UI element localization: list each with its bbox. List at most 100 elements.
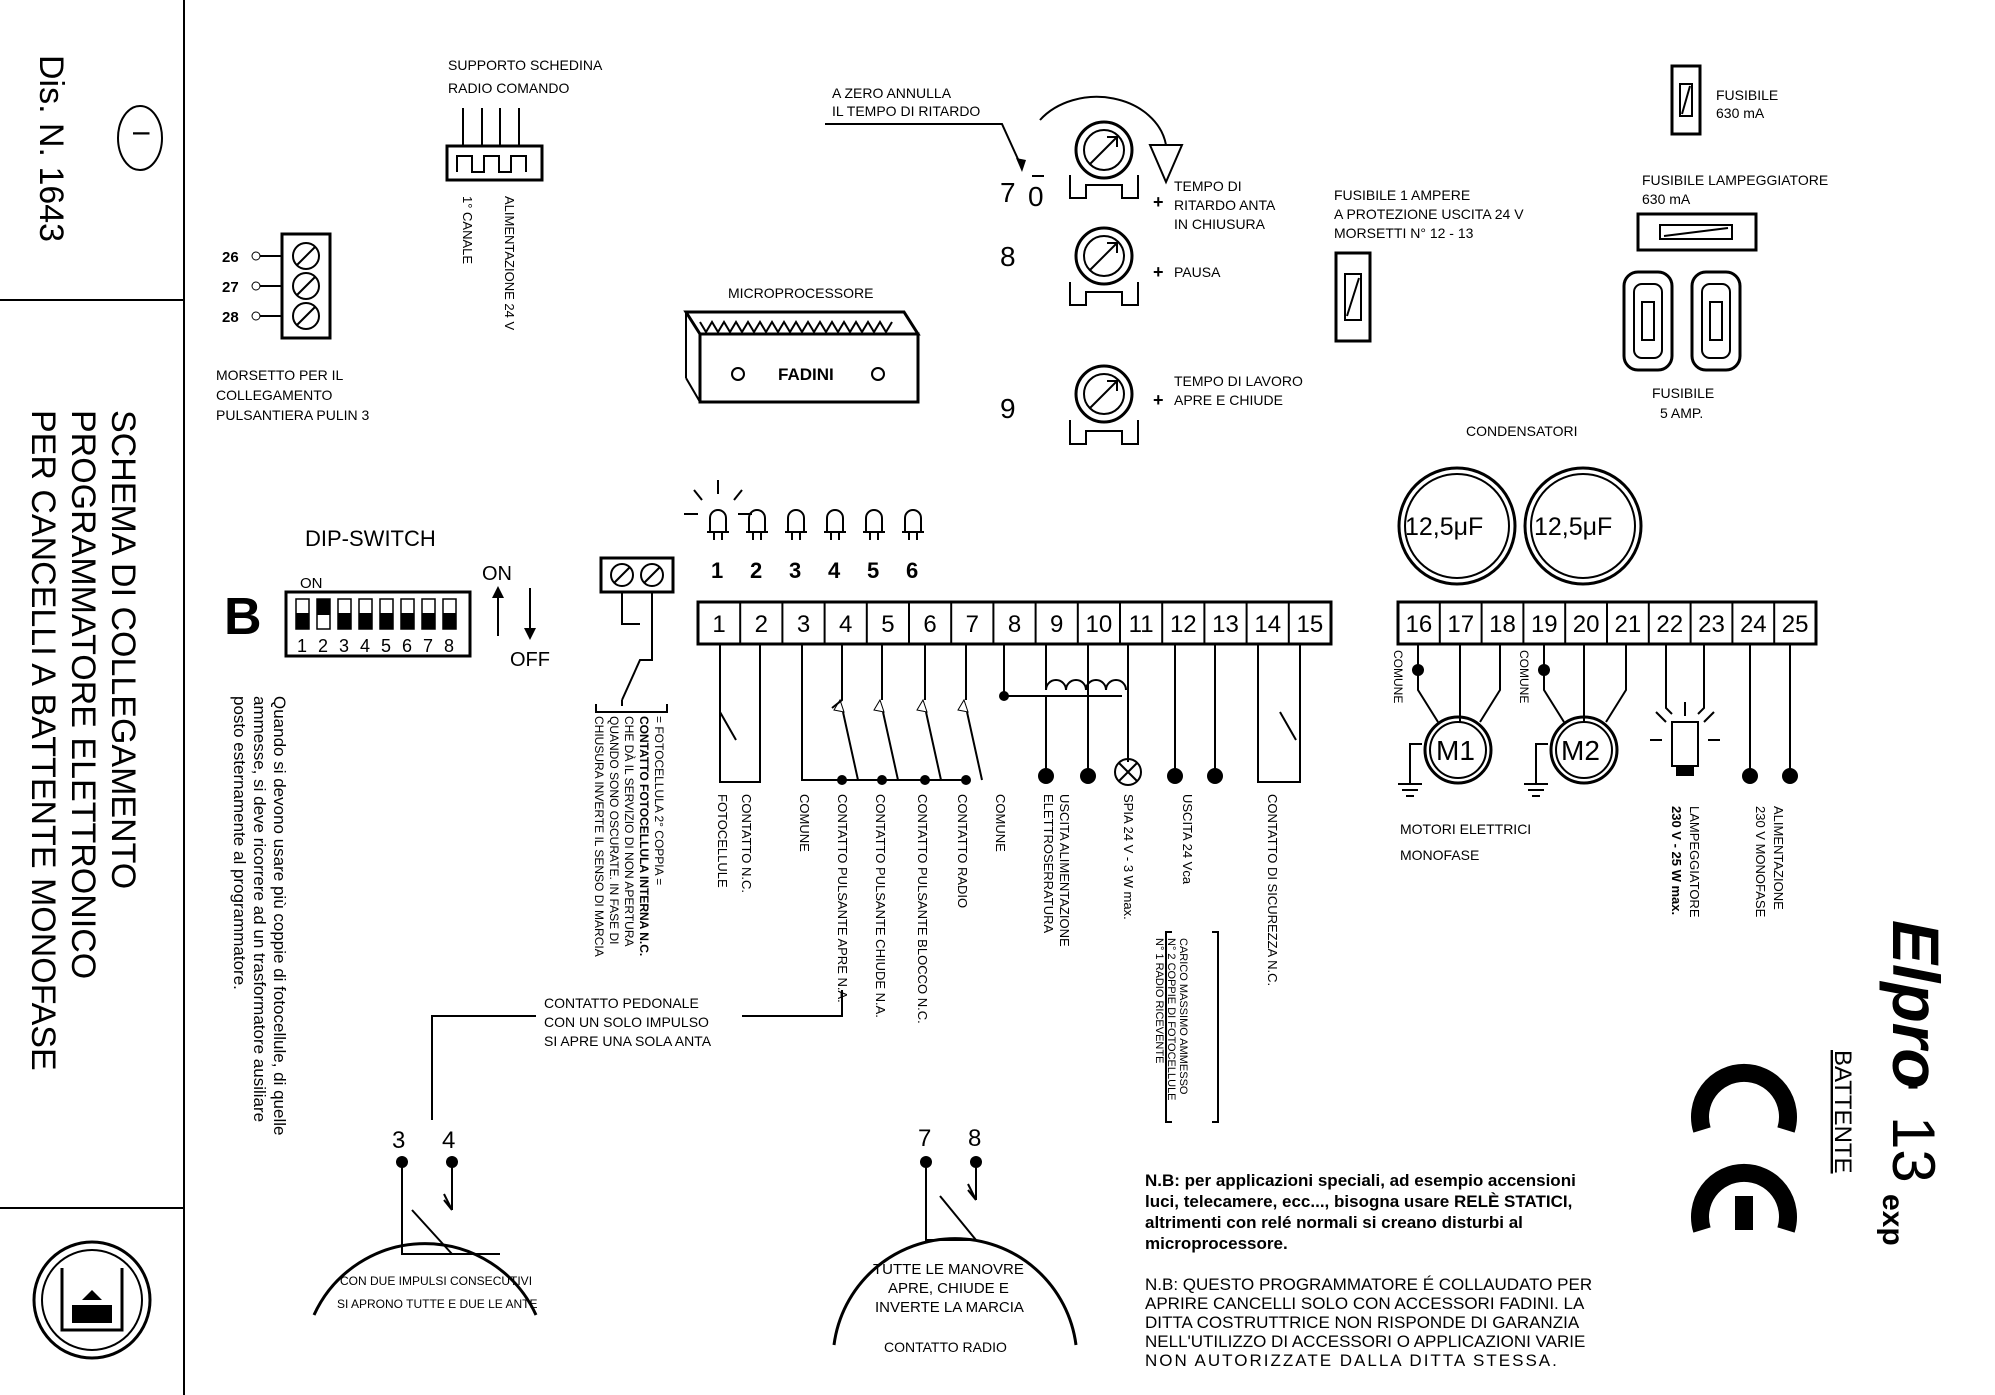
led-1-rays [684, 480, 752, 515]
terminal-9: 9 [1050, 611, 1063, 638]
pulin-terminal-26: 26 [222, 249, 239, 266]
label-pulsante-chiude: CONTATTO PULSANTE CHIUDE N.A. [873, 794, 888, 1018]
svg-text:SCHEMA DI COLLEGAMENTO: SCHEMA DI COLLEGAMENTO [104, 410, 142, 889]
capacitor-1 [1397, 466, 1517, 586]
radio-support-connector [445, 108, 544, 182]
fuse-630ma-label: FUSIBILE 630 mA [1716, 87, 1778, 121]
dip-lever-7 [422, 613, 435, 629]
dip-switch-body [284, 590, 472, 658]
capacitors-label: CONDENSATORI [1466, 423, 1578, 439]
dip-off-arrowhead [524, 628, 536, 640]
svg-text:PROGRAMMATORE ELETTRONICO: PROGRAMMATORE ELETTRONICO [64, 410, 102, 979]
svg-text:NELL'UTILIZZO DI ACCESSORI O A: NELL'UTILIZZO DI ACCESSORI O APPLICAZION… [1145, 1332, 1585, 1351]
trimmer-8-number: 8 [1000, 241, 1016, 272]
trimmer-note: A ZERO ANNULLA IL TEMPO DI RITARDO [832, 85, 980, 119]
terminal-block-left-frame [696, 600, 1333, 646]
terminal-18: 18 [1489, 611, 1516, 638]
ce-mark [1691, 1063, 1797, 1233]
trimmer-7-rotation-arrow [1148, 144, 1184, 185]
terminal-21: 21 [1615, 611, 1642, 638]
svg-text:A PROTEZIONE USCITA 24 V: A PROTEZIONE USCITA 24 V [1334, 206, 1524, 222]
svg-text:SI APRE UNA SOLA ANTA: SI APRE UNA SOLA ANTA [544, 1033, 712, 1049]
svg-text:APRE, CHIUDE E: APRE, CHIUDE E [888, 1280, 1009, 1297]
svg-text:FUSIBILE: FUSIBILE [1652, 385, 1714, 401]
radio-contact-switch [920, 1156, 982, 1241]
label-comune-m2: COMUNE [1517, 650, 1531, 703]
dip-number-8: 8 [444, 636, 454, 656]
motor-m1 [1423, 715, 1493, 785]
capacitor-1-value: 12,5μF [1405, 513, 1483, 541]
note-nb2: N.B: QUESTO PROGRAMMATORE É COLLAUDATO P… [1145, 1275, 1592, 1370]
trimmer-7-label: TEMPO DI RITARDO ANTA IN CHIUSURA [1174, 178, 1276, 232]
svg-text:230 V MONOFASE: 230 V MONOFASE [1753, 806, 1768, 918]
svg-text:altrimenti con relé normali si: altrimenti con relé normali si creano di… [1145, 1213, 1523, 1232]
dip-number-4: 4 [360, 636, 370, 656]
dip-lever-6 [401, 613, 414, 629]
svg-text:TUTTE LE MANOVRE: TUTTE LE MANOVRE [873, 1261, 1024, 1278]
svg-text:IL TEMPO DI RITARDO: IL TEMPO DI RITARDO [832, 103, 980, 119]
svg-text:PER CANCELLI A BATTENTE MONOFA: PER CANCELLI A BATTENTE MONOFASE [24, 410, 62, 1071]
svg-text:IN CHIUSURA: IN CHIUSURA [1174, 216, 1266, 232]
svg-text:RADIO COMANDO: RADIO COMANDO [448, 80, 569, 96]
dip-switch-off: OFF [510, 649, 550, 671]
trimmer-note-arrowhead [1016, 158, 1026, 172]
motor-m2 [1549, 715, 1619, 785]
led-5 [863, 509, 885, 540]
terminal-2: 2 [755, 611, 768, 638]
dip-lever-2 [317, 599, 330, 615]
terminal-4: 4 [839, 611, 852, 638]
motor-m1-label: M1 [1436, 735, 1475, 766]
svg-text:ammesse, si deve ricorrere ad: ammesse, si deve ricorrere ad un trasfor… [250, 696, 269, 1122]
svg-text:CON DUE IMPULSI CONSECUTIVI: CON DUE IMPULSI CONSECUTIVI [340, 1274, 532, 1288]
lamp-symbol [1650, 702, 1720, 776]
svg-text:230 V - 25 W max.: 230 V - 25 W max. [1669, 806, 1684, 915]
radio-contact-label: CONTATTO RADIO [884, 1339, 1007, 1355]
pedestrian-terminal-4: 4 [442, 1127, 455, 1154]
svg-text:MONOFASE: MONOFASE [1400, 847, 1479, 863]
svg-text:SUPPORTO SCHEDINA: SUPPORTO SCHEDINA [448, 57, 603, 73]
svg-text:FUSIBILE 1 AMPERE: FUSIBILE 1 AMPERE [1334, 187, 1470, 203]
led-number-6: 6 [906, 558, 918, 583]
svg-text:luci, telecamere, ecc..., biso: luci, telecamere, ecc..., bisogna usare … [1145, 1192, 1572, 1211]
trimmer-8-plus: + [1153, 262, 1164, 282]
terminal-5: 5 [881, 611, 894, 638]
radio-support-label: SUPPORTO SCHEDINA RADIO COMANDO [448, 57, 603, 96]
terminal-22: 22 [1656, 611, 1683, 638]
trimmer-9-number: 9 [1000, 393, 1016, 424]
terminal-1: 1 [712, 611, 725, 638]
svg-text:ALIMENTAZIONE: ALIMENTAZIONE [1771, 806, 1786, 910]
label-pulsante-apre: CONTATTO PULSANTE APRE N.A. [835, 794, 850, 1003]
svg-text:COMUNE: COMUNE [797, 794, 812, 852]
dip-lever-3 [338, 613, 351, 629]
sheet-circle-label: I [127, 130, 154, 137]
fotocellula-interna-label: = FOTOCELLULA 2° COPPIA = CONTATTO FOTOC… [592, 716, 666, 957]
label-carico: CARICO MASSIMO AMMESSO N° 2 COPPIE DI FO… [1153, 938, 1189, 1101]
svg-text:MOTORI ELETTRICI: MOTORI ELETTRICI [1400, 821, 1531, 837]
trimmer-7 [1069, 120, 1139, 199]
trimmer-7-number: 7 [1000, 177, 1016, 208]
trimmer-9 [1069, 364, 1139, 445]
led-6 [902, 509, 924, 540]
svg-text:FOTOCELLULE: FOTOCELLULE [715, 794, 730, 888]
dip-lever-8 [443, 613, 456, 629]
brand: Elpro · 13 exp BATTENTE [1829, 920, 1953, 1246]
fuse-lamp [1636, 212, 1758, 252]
dip-switch-on-small: ON [300, 575, 323, 592]
svg-text:NON AUTORIZZATE DALLA DITTA ST: NON AUTORIZZATE DALLA DITTA STESSA. [1145, 1351, 1559, 1370]
led-number-5: 5 [867, 558, 879, 583]
led-4 [824, 509, 846, 540]
svg-text:ALIMENTAZIONE 24 V: ALIMENTAZIONE 24 V [502, 196, 517, 330]
svg-text:= FOTOCELLULA 2° COPPIA =: = FOTOCELLULA 2° COPPIA = [652, 716, 666, 885]
label-comune-2: COMUNE [993, 794, 1008, 852]
svg-text:N° 2 COPPIE DI FOTOCELLULE: N° 2 COPPIE DI FOTOCELLULE [1165, 938, 1177, 1101]
fuse-5a [1622, 270, 1742, 372]
led-number-1: 1 [711, 558, 723, 583]
pedestrian-leader [431, 990, 843, 1120]
svg-text:posto esternamente al programm: posto esternamente al programmatore. [230, 696, 249, 990]
pedestrian-label: CONTATTO PEDONALE CON UN SOLO IMPULSO SI… [544, 995, 712, 1049]
terminal-11: 11 [1129, 611, 1154, 638]
